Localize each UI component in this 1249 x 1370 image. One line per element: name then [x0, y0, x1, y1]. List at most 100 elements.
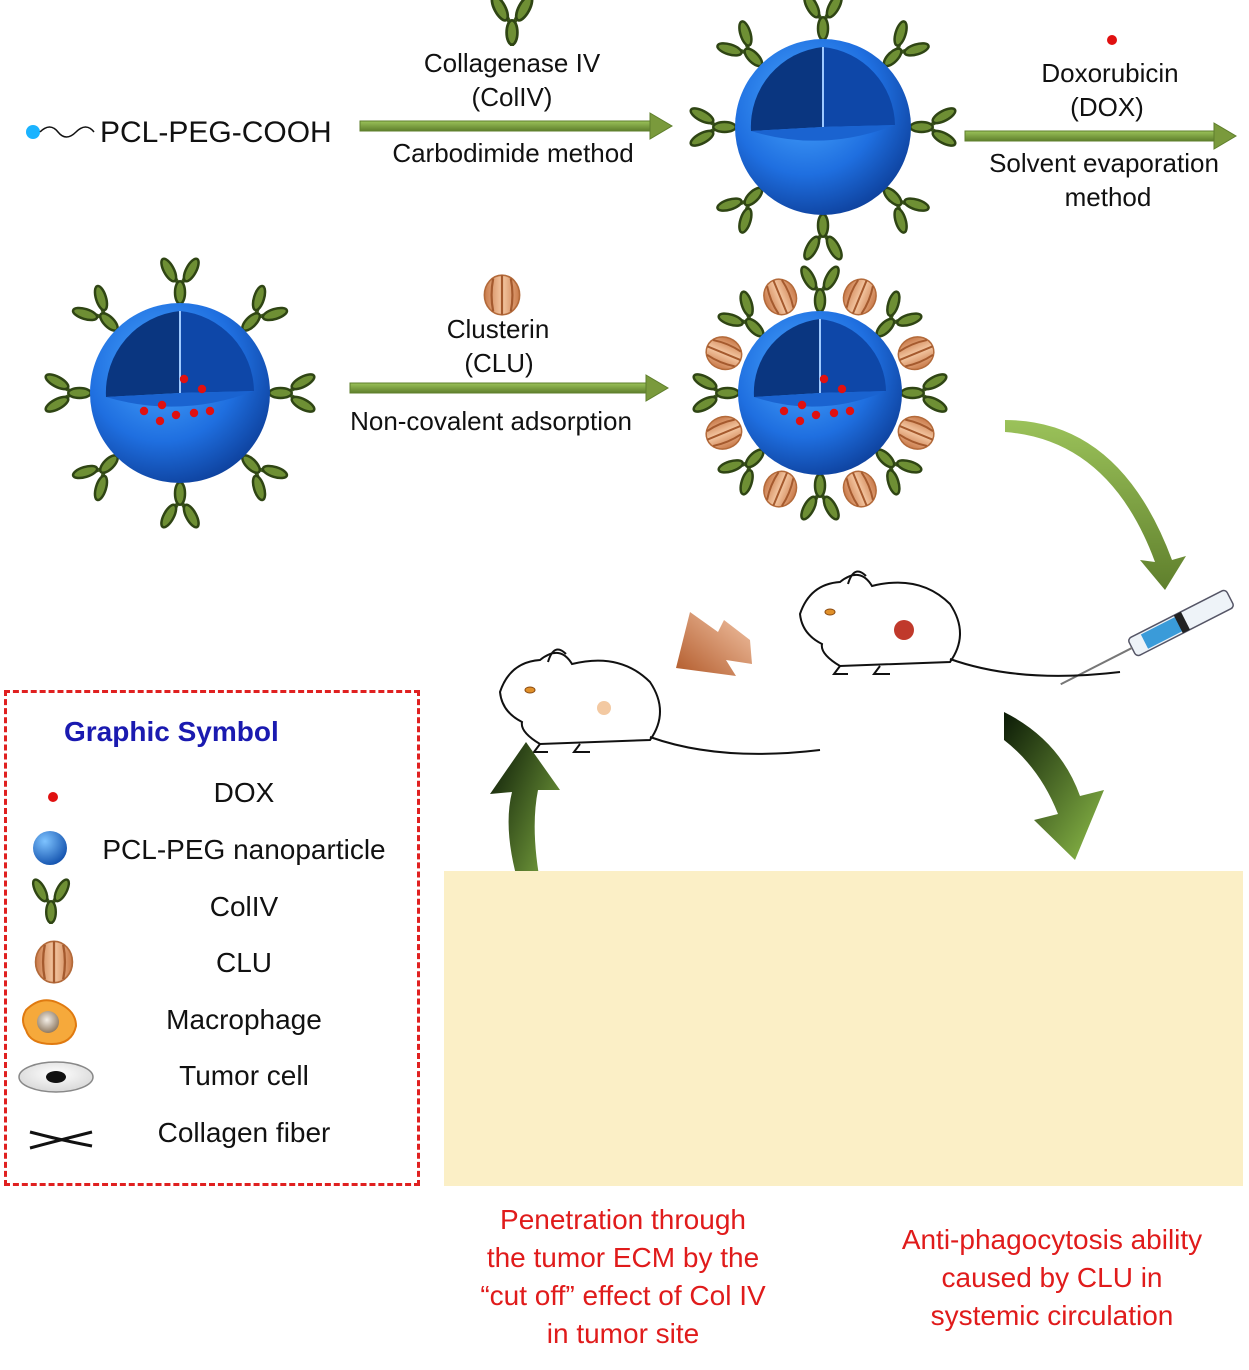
dox-dot-icon: [189, 408, 199, 418]
step1-reagent-abbrev: (ColIV): [471, 82, 553, 112]
coliv-nanoparticle: [686, 0, 960, 264]
step2-reagent-name: Doxorubicin: [1041, 58, 1179, 88]
clu-protein-icon: [483, 274, 521, 316]
legend-nanoparticle-icon: [33, 831, 67, 865]
syringe-icon: [1060, 589, 1234, 686]
clu-protein-icon: [700, 410, 748, 456]
penetration-caption-line1: Penetration through: [500, 1204, 746, 1235]
legend-label-dox: DOX: [213, 777, 275, 808]
anti-phagocytosis-caption-line1: Anti-phagocytosis ability: [901, 1224, 1203, 1255]
mouse-ear: [547, 648, 567, 663]
step3-arrow: [349, 374, 669, 402]
legend-label-macrophage: Macrophage: [166, 1004, 322, 1035]
syringe-plunger: [1173, 611, 1190, 634]
legend-label-nanoparticle: PCL-PEG nanoparticle: [102, 834, 386, 865]
dox-dot-icon: [197, 384, 207, 394]
step1-arrow: [359, 112, 673, 140]
step2-arrow-head: [1213, 122, 1237, 150]
coliv-antibody-icon: [686, 103, 739, 151]
coliv-antibody-icon: [907, 103, 960, 151]
penetration-caption-line2: the tumor ECM by the: [486, 1242, 760, 1273]
nanoparticle-cutaway-floor: [106, 391, 254, 407]
step3-reagent-name: Clusterin: [446, 314, 550, 344]
recovered-mouse: [498, 648, 821, 755]
nanoparticle-cutaway-left: [105, 311, 180, 397]
coliv-antibody-icon: [489, 0, 536, 46]
circulation-arrow: [1004, 712, 1104, 860]
legend-label-tumor-cell: Tumor cell: [179, 1060, 309, 1091]
legend-box: [4, 690, 420, 1186]
nanoparticle-cutaway-right: [820, 319, 886, 393]
dox-dot-icon: [845, 406, 855, 416]
step3-method: Non-covalent adsorption: [350, 406, 632, 436]
dox-dot-icon: [171, 410, 181, 420]
legend-title: Graphic Symbol: [64, 716, 279, 747]
anti-phagocytosis-caption-line3: systemic circulation: [930, 1300, 1174, 1331]
mouse-body: [798, 574, 961, 668]
step2-arrow-shaft: [964, 130, 1219, 142]
clu-protein-icon: [757, 465, 803, 513]
coliv-antibody-icon: [156, 479, 204, 532]
legend-macrophage-nucleus: [37, 1011, 59, 1033]
step1-arrow-shaft: [359, 120, 655, 132]
step2-reagent-abbrev: (DOX): [1070, 92, 1144, 122]
mouse-feet: [832, 665, 890, 675]
legend-label-collagen-fiber: Collagen fiber: [157, 1117, 331, 1148]
dox-dot-icon: [811, 410, 821, 420]
step1-reagent-name: Collagenase IV: [423, 48, 601, 78]
step2-arrow: [964, 122, 1237, 150]
nanoparticle-cutaway-floor: [751, 125, 895, 141]
clu-protein-icon: [837, 465, 883, 513]
step3-reagent-abbrev: (CLU): [464, 348, 534, 378]
step1-arrow-head: [649, 112, 673, 140]
polymer-label: PCL-PEG-COOH: [100, 116, 332, 149]
tumor-shrink-arrow: [676, 612, 752, 676]
coliv-antibody-icon: [796, 471, 844, 524]
clu-protein-icon: [837, 273, 883, 321]
coliv-antibody-icon: [156, 254, 204, 307]
legend-dox-dot-icon: [48, 792, 58, 802]
dox-dot-icon: [179, 374, 189, 384]
dox-dot-icon: [797, 400, 807, 410]
dox-dot-icon: [139, 406, 149, 416]
coliv-antibody-icon: [41, 369, 94, 417]
dox-dot-icon: [795, 416, 805, 426]
nanoparticle-cutaway-left: [753, 319, 820, 397]
penetration-arrow: [490, 742, 560, 918]
clu-protein-icon: [892, 330, 940, 376]
injection-arrow: [1005, 420, 1186, 590]
clu-protein-icon: [892, 410, 940, 456]
step2-method: Solvent evaporation: [989, 148, 1219, 178]
dox-dot-icon: [837, 384, 847, 394]
dox-dot-icon: [205, 406, 215, 416]
syringe-liquid: [1140, 616, 1184, 649]
mouse-tail: [649, 736, 821, 755]
tumor-microenvironment-panel: [444, 871, 1243, 1186]
dox-dot-icon: [779, 406, 789, 416]
dox-dot-icon: [155, 416, 165, 426]
penetration-caption-line4: in tumor site: [546, 1318, 700, 1349]
nanoparticle-cutaway-left: [750, 47, 823, 131]
legend-label-coliv: ColIV: [209, 891, 279, 922]
treated-mouse: [798, 570, 1121, 677]
polymer-head-icon: [26, 125, 40, 139]
mouse-eye: [824, 608, 836, 616]
dox-dot-icon: [819, 374, 829, 384]
legend-tumor-cell-icon: [18, 1061, 94, 1093]
dox-dot-icon: [157, 400, 167, 410]
clu-coated-nanoparticle: [689, 262, 951, 524]
clu-protein-icon: [700, 330, 748, 376]
nanoparticle-cutaway-right: [180, 311, 254, 393]
coliv-antibody-icon: [689, 369, 742, 417]
step2-method-cont: method: [1064, 182, 1152, 212]
step3-arrow-shaft: [349, 382, 651, 394]
syringe-needle: [1060, 647, 1133, 686]
tumor-spot: [894, 620, 914, 640]
mouse-eye: [524, 686, 536, 694]
legend-collagen-fiber-lines: [29, 1130, 93, 1150]
coliv-antibody-icon: [266, 369, 319, 417]
anti-phagocytosis-caption-line2: caused by CLU in: [941, 1262, 1163, 1293]
legend-tumor-cell-nucleus: [46, 1071, 66, 1083]
coliv-antibody-icon: [799, 0, 847, 43]
nanoparticle-cutaway-floor: [754, 391, 886, 407]
